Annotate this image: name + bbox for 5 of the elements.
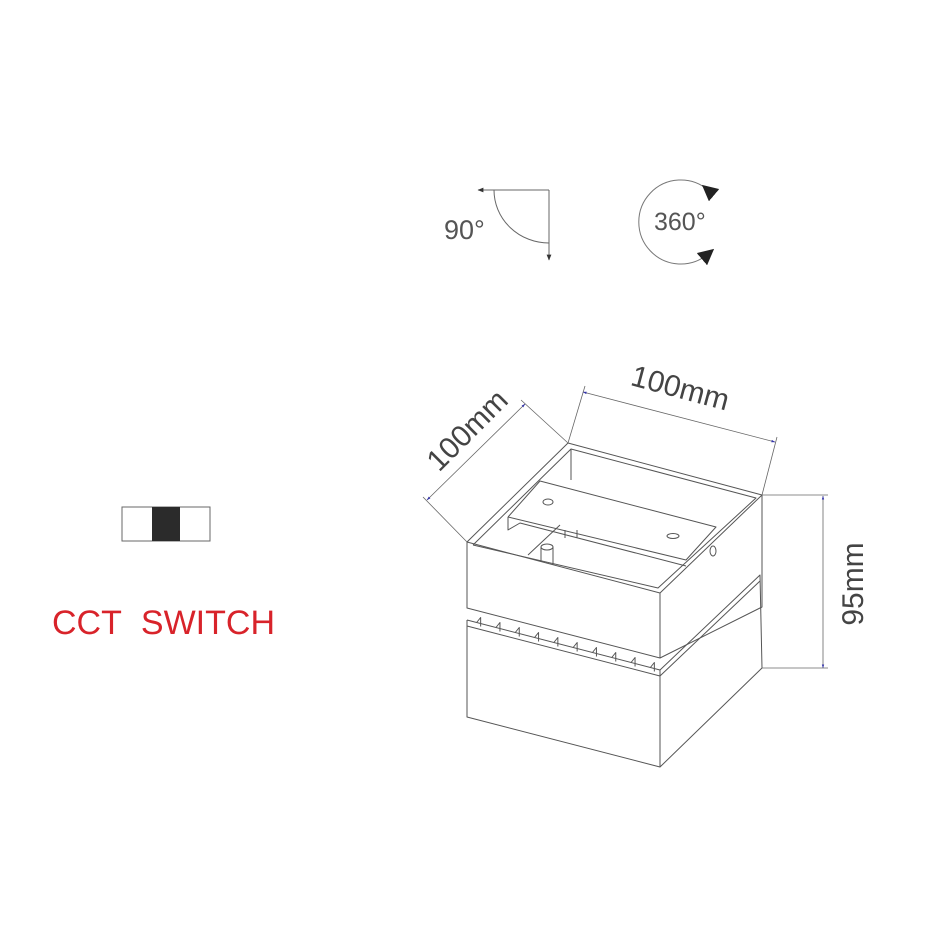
angle-label: 90°: [444, 217, 485, 244]
dimension-label: 100mm: [628, 362, 732, 416]
angle-label: 360°: [654, 210, 706, 235]
switch-label: CCT SWITCH: [52, 606, 275, 640]
dimension-label: 95mm: [839, 542, 869, 626]
